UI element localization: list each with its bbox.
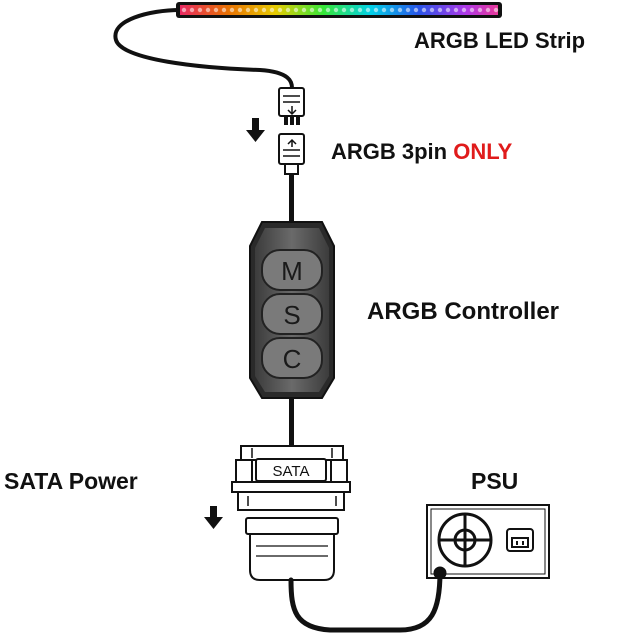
led-dot [325, 7, 331, 13]
led-dot [189, 7, 195, 13]
led-dot [381, 7, 387, 13]
led-dot [229, 7, 235, 13]
led-dot [461, 7, 467, 13]
led-dot [301, 7, 307, 13]
led-dot [309, 7, 315, 13]
led-dot [413, 7, 419, 13]
sata-connector-text: SATA [273, 463, 310, 480]
led-dot [197, 7, 203, 13]
led-dot [429, 7, 435, 13]
led-dot [341, 7, 347, 13]
led-dots [181, 7, 499, 13]
controller-3pin-connector [278, 133, 305, 175]
led-dot [453, 7, 459, 13]
led-dot [181, 7, 187, 13]
led-dot [477, 7, 483, 13]
down-arrow-icon [246, 118, 265, 142]
psu-unit [426, 504, 550, 580]
speed-button-label: S [283, 300, 300, 330]
led-dot [437, 7, 443, 13]
psu-label: PSU [471, 468, 519, 494]
strip-cable [113, 8, 294, 90]
led-dot [285, 7, 291, 13]
controller-label: ARGB Controller [367, 298, 559, 325]
led-dot [349, 7, 355, 13]
led-dot [293, 7, 299, 13]
led-dot [493, 7, 499, 13]
mode-button-label: M [281, 256, 303, 286]
led-dot [445, 7, 451, 13]
sata-connector: SATA [231, 445, 351, 511]
led-strip-label: ARGB LED Strip [414, 28, 586, 53]
led-dot [405, 7, 411, 13]
led-dot [245, 7, 251, 13]
led-dot [333, 7, 339, 13]
psu-power-socket-icon [506, 528, 534, 552]
led-dot [317, 7, 323, 13]
led-dot [389, 7, 395, 13]
led-dot [213, 7, 219, 13]
led-dot [421, 7, 427, 13]
led-dot [221, 7, 227, 13]
color-button-label: C [283, 344, 302, 374]
led-dot [277, 7, 283, 13]
led-dot [205, 7, 211, 13]
led-dot [365, 7, 371, 13]
led-dot [373, 7, 379, 13]
speed-button[interactable] [261, 293, 323, 335]
argb-led-strip [176, 2, 502, 18]
argb-3pin-label: ARGB 3pin ONLY [331, 141, 512, 163]
down-arrow-icon-sata [204, 506, 223, 529]
led-dot [253, 7, 259, 13]
led-dot [485, 7, 491, 13]
led-dot [397, 7, 403, 13]
only-emphasis: ONLY [453, 139, 513, 164]
argb-3pin-text: ARGB 3pin [331, 139, 448, 164]
led-dot [469, 7, 475, 13]
led-dot [269, 7, 275, 13]
color-button[interactable] [261, 337, 323, 379]
strip-3pin-connector [278, 87, 305, 125]
sata-power-plug [245, 517, 339, 581]
argb-controller: M S C [249, 221, 335, 399]
mode-button[interactable] [261, 249, 323, 291]
psu-cable [288, 569, 443, 633]
led-dot [357, 7, 363, 13]
led-dot [237, 7, 243, 13]
sata-power-label: SATA Power [4, 468, 138, 494]
led-dot [261, 7, 267, 13]
